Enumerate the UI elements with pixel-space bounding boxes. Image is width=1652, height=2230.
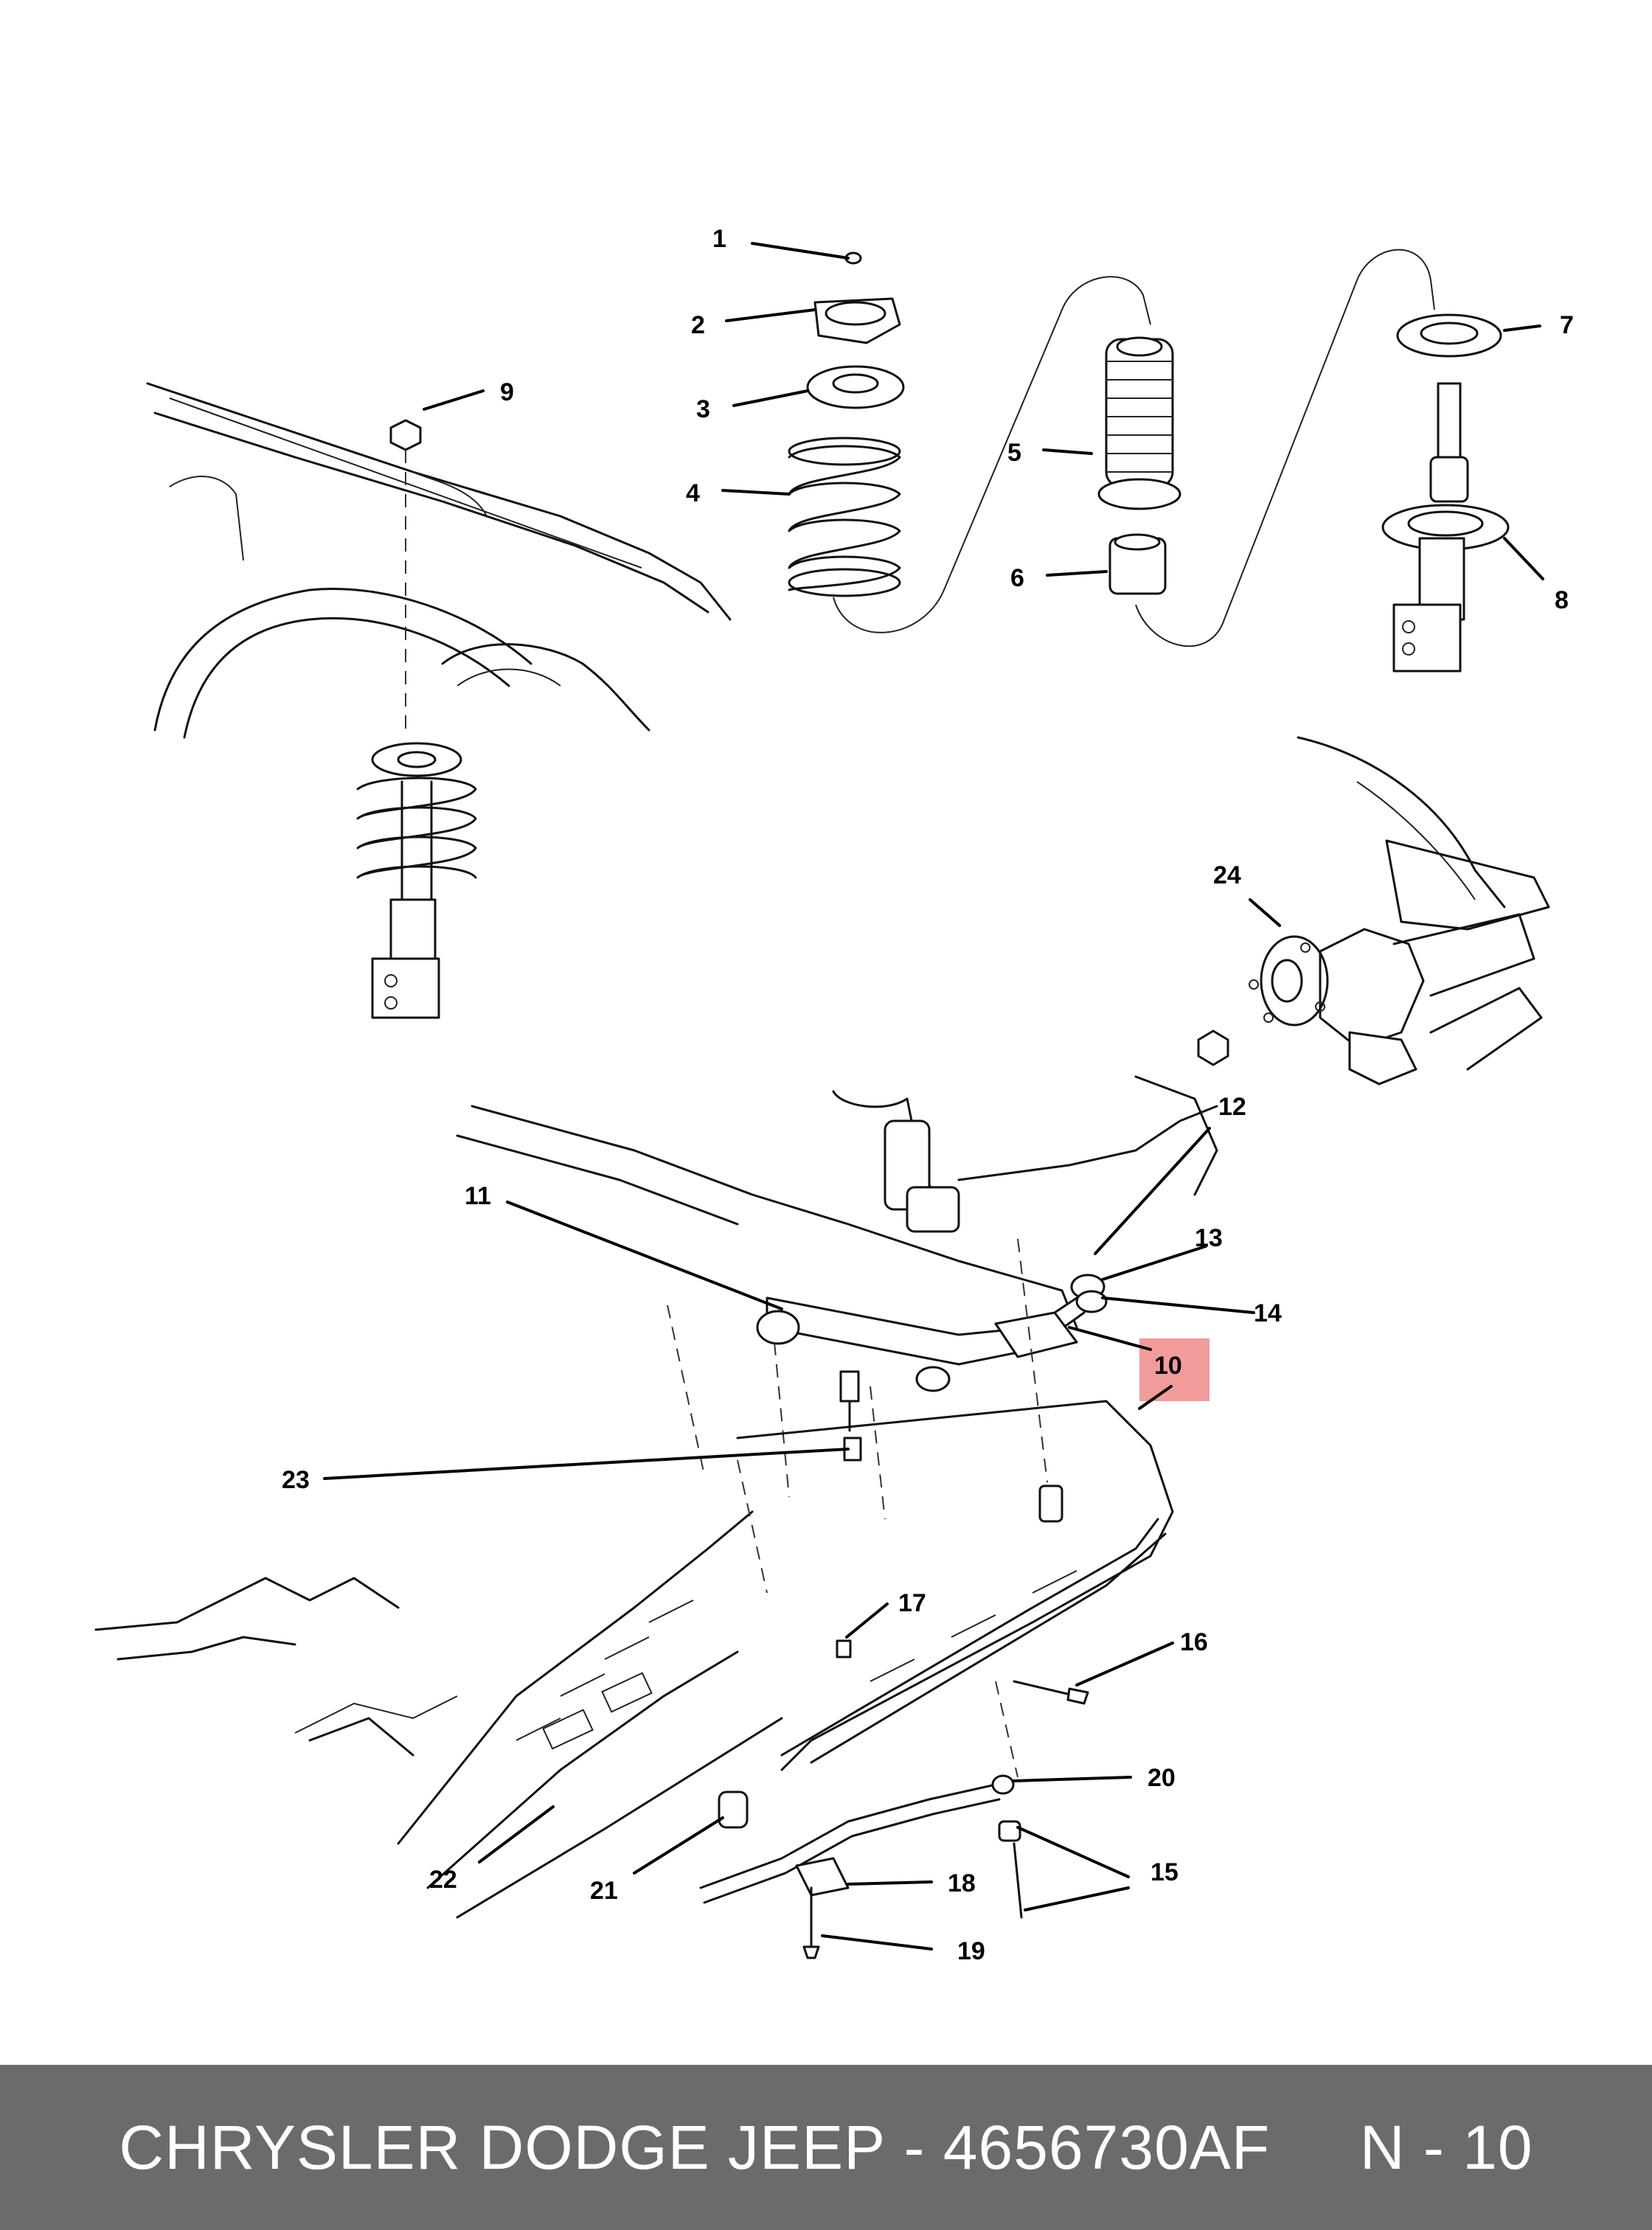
footer-separator: - — [886, 2112, 943, 2182]
callout-19: 19 — [957, 1937, 985, 1965]
callout-15: 15 — [1150, 1858, 1179, 1886]
callout-17: 17 — [898, 1589, 926, 1617]
exploded-suspension-diagram: 1 2 3 4 5 6 7 8 9 10 11 12 13 14 15 16 1… — [94, 225, 1574, 1965]
fender-strut-illustration — [146, 382, 732, 1019]
callout-20: 20 — [1148, 1764, 1176, 1792]
callout-18: 18 — [948, 1869, 976, 1897]
dust-boot-and-bumper — [1097, 249, 1435, 647]
footer-part-number: 4656730AF — [943, 2112, 1271, 2182]
callout-9: 9 — [500, 378, 514, 406]
callout-8: 8 — [1555, 586, 1569, 614]
callout-22: 22 — [429, 1866, 457, 1894]
footer-callout-ref: N - 10 — [1359, 2112, 1533, 2182]
strut-stack-exploded — [788, 251, 1151, 633]
chassis-crossmember-illustration — [94, 1075, 1218, 1959]
callout-labels: 1 2 3 4 5 6 7 8 9 10 11 12 13 14 15 16 1… — [282, 225, 1574, 1965]
callout-2: 2 — [691, 311, 705, 339]
callout-6: 6 — [1010, 564, 1024, 592]
footer-gap — [1270, 2112, 1360, 2184]
callout-21: 21 — [590, 1877, 618, 1905]
callout-3: 3 — [696, 395, 710, 423]
strut-with-seat — [1381, 313, 1510, 673]
footer-brand: CHRYSLER DODGE JEEP — [119, 2112, 886, 2182]
leader-lines — [323, 242, 1544, 1951]
callout-23: 23 — [282, 1466, 310, 1494]
callout-14: 14 — [1254, 1299, 1282, 1327]
knuckle-hub-assembly — [1197, 736, 1550, 1086]
callout-11: 11 — [465, 1182, 491, 1210]
callout-13: 13 — [1195, 1224, 1223, 1252]
callout-7: 7 — [1560, 311, 1574, 339]
callout-5: 5 — [1007, 439, 1021, 467]
callout-10: 10 — [1154, 1352, 1182, 1380]
callout-24: 24 — [1213, 861, 1241, 889]
callout-1: 1 — [712, 225, 726, 253]
footer-bar: CHRYSLER DODGE JEEP - 4656730AF N - 10 — [0, 2065, 1652, 2230]
callout-12: 12 — [1218, 1093, 1246, 1121]
callout-16: 16 — [1180, 1628, 1208, 1656]
callout-4: 4 — [686, 479, 700, 507]
